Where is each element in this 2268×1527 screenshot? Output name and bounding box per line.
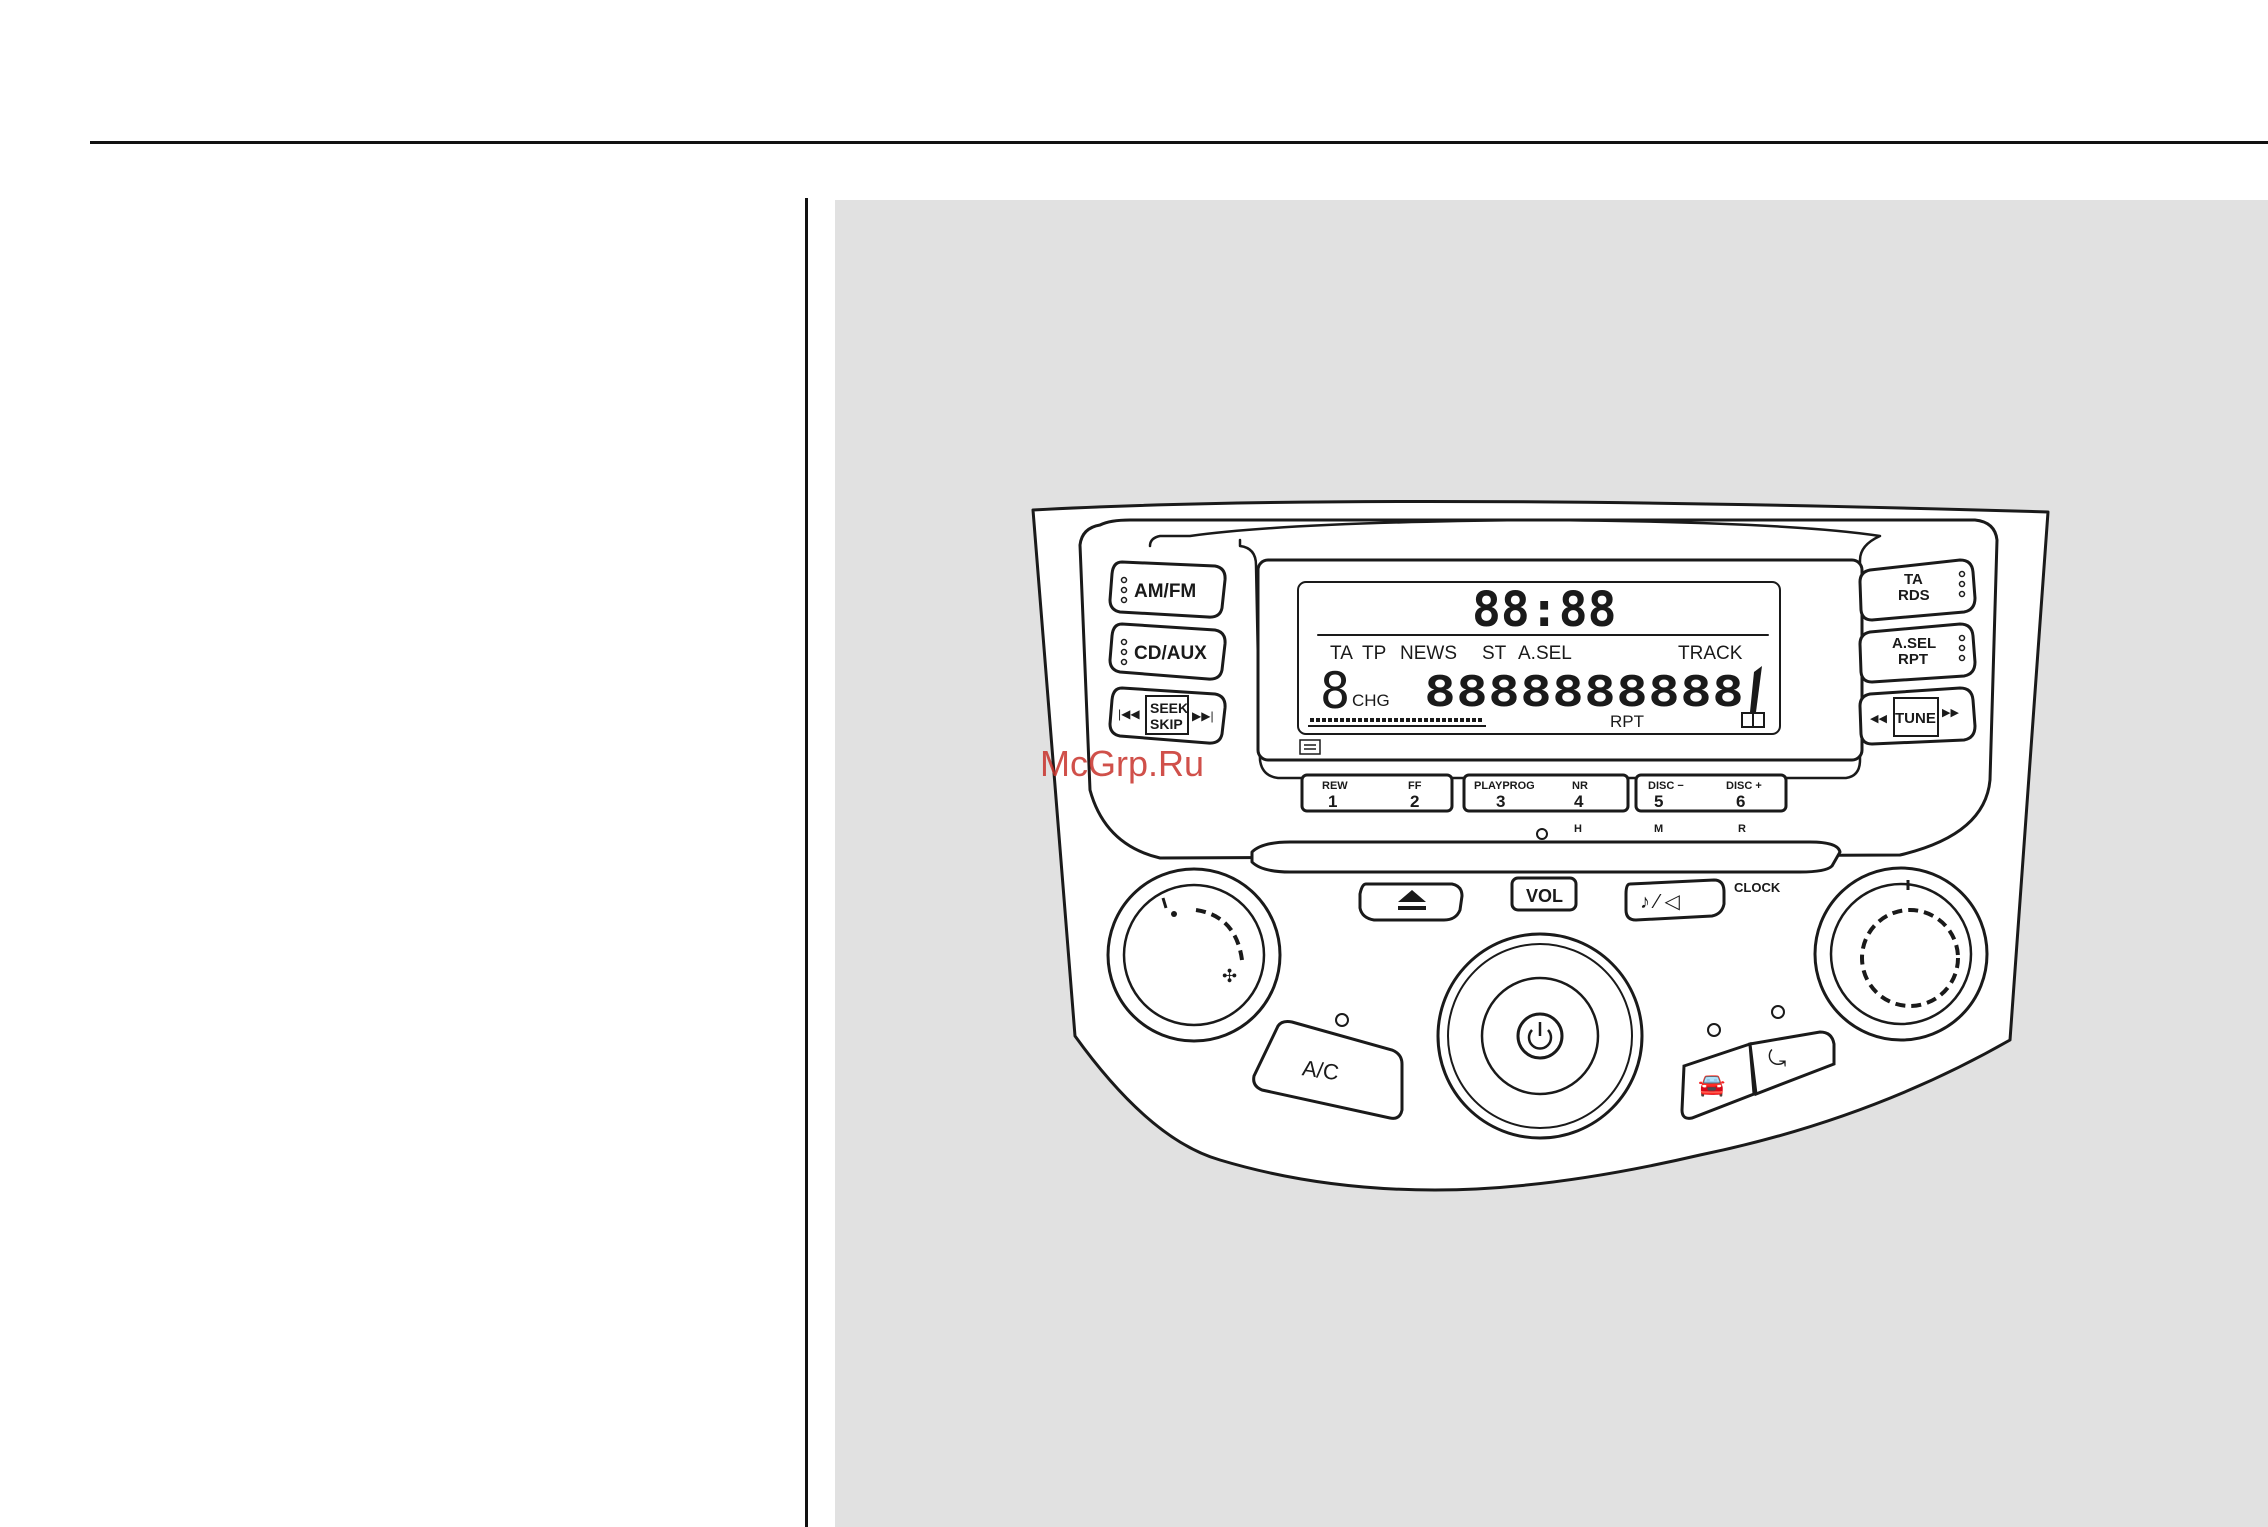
- audio-climate-unit-drawing: 88:88 TA TP NEWS ST A.SEL TRACK 8 CHG 88…: [835, 200, 2268, 1527]
- fresh-air-icon: ⤿: [1768, 1046, 1786, 1071]
- disc-number: 8: [1320, 662, 1350, 720]
- cd-aux-label: CD/AUX: [1134, 643, 1207, 664]
- skip-back-icon: |◀◀: [1118, 707, 1140, 721]
- preset-ff-label: FF: [1408, 780, 1422, 792]
- asel-label: A.SEL: [1892, 635, 1936, 652]
- rpt-indicator: RPT: [1610, 712, 1644, 731]
- am-fm-label: AM/FM: [1134, 581, 1196, 602]
- illustration-panel: 88:88 TA TP NEWS ST A.SEL TRACK 8 CHG 88…: [835, 200, 2268, 1527]
- preset-2-label: 2: [1410, 792, 1419, 811]
- reset-sublabel: R: [1738, 823, 1746, 835]
- clock-readout: 88:88: [1472, 582, 1617, 638]
- clock-label: CLOCK: [1734, 880, 1781, 895]
- rewind-icon: ◀◀: [1870, 713, 1887, 725]
- preset-nr-label: NR: [1572, 780, 1588, 792]
- indicator-track: TRACK: [1678, 643, 1743, 664]
- preset-disc-minus-label: DISC −: [1648, 780, 1684, 792]
- rds-label: RDS: [1898, 587, 1930, 604]
- indicator-light: [1537, 829, 1547, 839]
- preset-4-label: 4: [1574, 792, 1584, 811]
- recirculation-icon: 🚘: [1698, 1072, 1725, 1097]
- preset-rew-label: REW: [1322, 780, 1348, 792]
- ac-indicator-light: [1336, 1014, 1348, 1026]
- tune-label: TUNE: [1895, 710, 1936, 727]
- hour-sublabel: H: [1574, 823, 1582, 835]
- indicator-ta: TA: [1330, 643, 1353, 664]
- skip-label: SKIP: [1150, 716, 1183, 732]
- indicator-asel: A.SEL: [1518, 643, 1572, 664]
- vol-label: VOL: [1526, 886, 1563, 906]
- preset-3-label: 3: [1496, 792, 1505, 811]
- preset-playprog-label: PLAYPROG: [1474, 780, 1535, 792]
- fan-icon: ✣: [1222, 966, 1237, 986]
- ac-label: A/C: [1301, 1055, 1341, 1085]
- column-divider: [805, 198, 808, 1527]
- header-rule: [90, 141, 2268, 144]
- watermark: McGrp.Ru: [1040, 743, 1204, 784]
- preset-1-label: 1: [1328, 792, 1337, 811]
- indicator-st: ST: [1482, 643, 1507, 664]
- skip-forward-icon: ▶▶|: [1192, 709, 1214, 723]
- ta-label: TA: [1904, 571, 1923, 588]
- rpt-label: RPT: [1898, 651, 1928, 668]
- recirculation-indicator-light: [1708, 1024, 1720, 1036]
- minute-sublabel: M: [1654, 823, 1663, 835]
- cd-slot: [1252, 842, 1840, 872]
- indicator-news: NEWS: [1400, 643, 1457, 664]
- preset-5-label: 5: [1654, 792, 1663, 811]
- preset-6-label: 6: [1736, 792, 1745, 811]
- fresh-air-indicator-light: [1772, 1006, 1784, 1018]
- indicator-tp: TP: [1362, 643, 1386, 664]
- music-speaker-icon: ♪ ⁄ ◁: [1640, 891, 1680, 913]
- main-segment-display: 8888888888: [1424, 667, 1744, 716]
- fast-forward-icon: ▶▶: [1942, 707, 1959, 719]
- chg-indicator: CHG: [1352, 691, 1390, 710]
- preset-disc-plus-label: DISC +: [1726, 780, 1762, 792]
- seek-label: SEEK: [1150, 700, 1188, 716]
